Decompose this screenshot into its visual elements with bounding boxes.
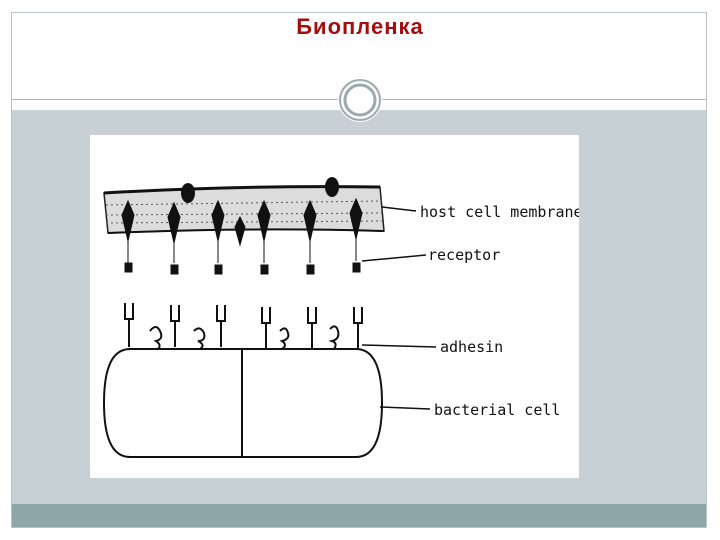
label-adhesin: adhesin [440, 338, 503, 356]
slide-title: Биопленка [296, 14, 424, 39]
label-host-cell-membrane: host cell membrane [420, 203, 579, 221]
circle-badge-icon [338, 78, 382, 122]
label-bacterial-cell: bacterial cell [434, 401, 560, 419]
adhesins [124, 303, 363, 350]
label-receptor: receptor [428, 246, 500, 264]
biofilm-diagram: host cell membrane receptor adhesin bact… [90, 135, 579, 478]
footer-bar [12, 504, 706, 527]
leader-lines [361, 206, 437, 410]
bacterial-cells [102, 348, 384, 458]
receptor-proteins [121, 197, 363, 275]
